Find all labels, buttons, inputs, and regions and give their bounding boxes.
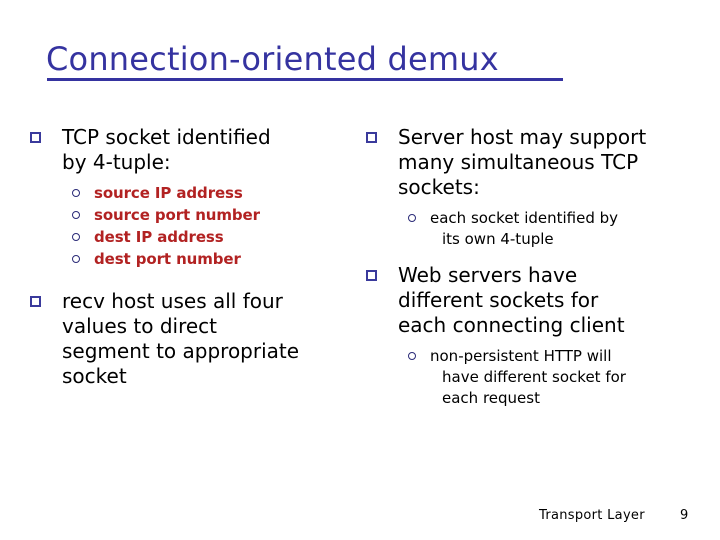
bullet-line: different sockets for	[398, 288, 599, 312]
list-item: non-persistent HTTP will have different …	[364, 346, 694, 409]
page-title: Connection-oriented demux	[46, 40, 499, 78]
circle-bullet-icon	[408, 352, 416, 360]
list-item-label: non-persistent HTTP will	[430, 347, 612, 365]
http-sub-list: non-persistent HTTP will have different …	[364, 346, 694, 409]
square-bullet-icon	[30, 296, 41, 307]
list-item: source IP address	[28, 183, 358, 204]
list-item: dest port number	[28, 249, 358, 270]
list-item-label: each socket identified by	[430, 209, 619, 227]
bullet-line: recv host uses all four	[62, 289, 283, 313]
bullet-line: Web servers have	[398, 263, 578, 287]
square-bullet-icon	[30, 132, 41, 143]
list-item-label-cont: each request	[442, 389, 540, 407]
bullet-line: each connecting client	[398, 313, 625, 337]
list-item: source port number	[28, 205, 358, 226]
bullet-line: TCP socket identified	[62, 125, 271, 149]
list-item-label: source IP address	[94, 184, 243, 202]
tuple-sub-list: source IP address source port number des…	[28, 183, 358, 270]
bullet-line: socket	[62, 364, 127, 388]
list-item-label: dest IP address	[94, 228, 224, 246]
circle-bullet-icon	[408, 214, 416, 222]
bullet-line: many simultaneous TCP	[398, 150, 639, 174]
bullet-line: segment to appropriate	[62, 339, 300, 363]
bullet-line: sockets:	[398, 175, 480, 199]
list-item-label-cont: its own 4-tuple	[442, 230, 554, 248]
list-item: dest IP address	[28, 227, 358, 248]
list-item-label: source port number	[94, 206, 260, 224]
circle-bullet-icon	[72, 211, 80, 219]
square-bullet-icon	[366, 270, 377, 281]
circle-bullet-icon	[72, 233, 80, 241]
footer-page-number: 9	[680, 508, 689, 523]
bullet-line: by 4-tuple:	[62, 150, 171, 174]
spacer	[364, 251, 694, 263]
bullet-server-host-many-sockets: Server host may support many simultaneou…	[364, 125, 694, 200]
bullet-tcp-socket-identified: TCP socket identified by 4-tuple:	[28, 125, 358, 175]
list-item-label: dest port number	[94, 250, 241, 268]
bullet-recv-host-uses-four-values: recv host uses all four values to direct…	[28, 289, 358, 389]
square-bullet-icon	[366, 132, 377, 143]
bullet-line: Server host may support	[398, 125, 647, 149]
circle-bullet-icon	[72, 189, 80, 197]
bullet-web-servers-different-sockets: Web servers have different sockets for e…	[364, 263, 694, 338]
server-socket-sub-list: each socket identified by its own 4-tupl…	[364, 208, 694, 250]
footer-label: Transport Layer	[539, 508, 645, 523]
circle-bullet-icon	[72, 255, 80, 263]
spacer	[28, 271, 358, 289]
list-item: each socket identified by its own 4-tupl…	[364, 208, 694, 250]
bullet-line: values to direct	[62, 314, 218, 338]
right-column: Server host may support many simultaneou…	[364, 125, 694, 410]
title-underline	[47, 78, 563, 81]
list-item-label-cont: have different socket for	[442, 368, 626, 386]
left-column: TCP socket identified by 4-tuple: source…	[28, 125, 358, 391]
